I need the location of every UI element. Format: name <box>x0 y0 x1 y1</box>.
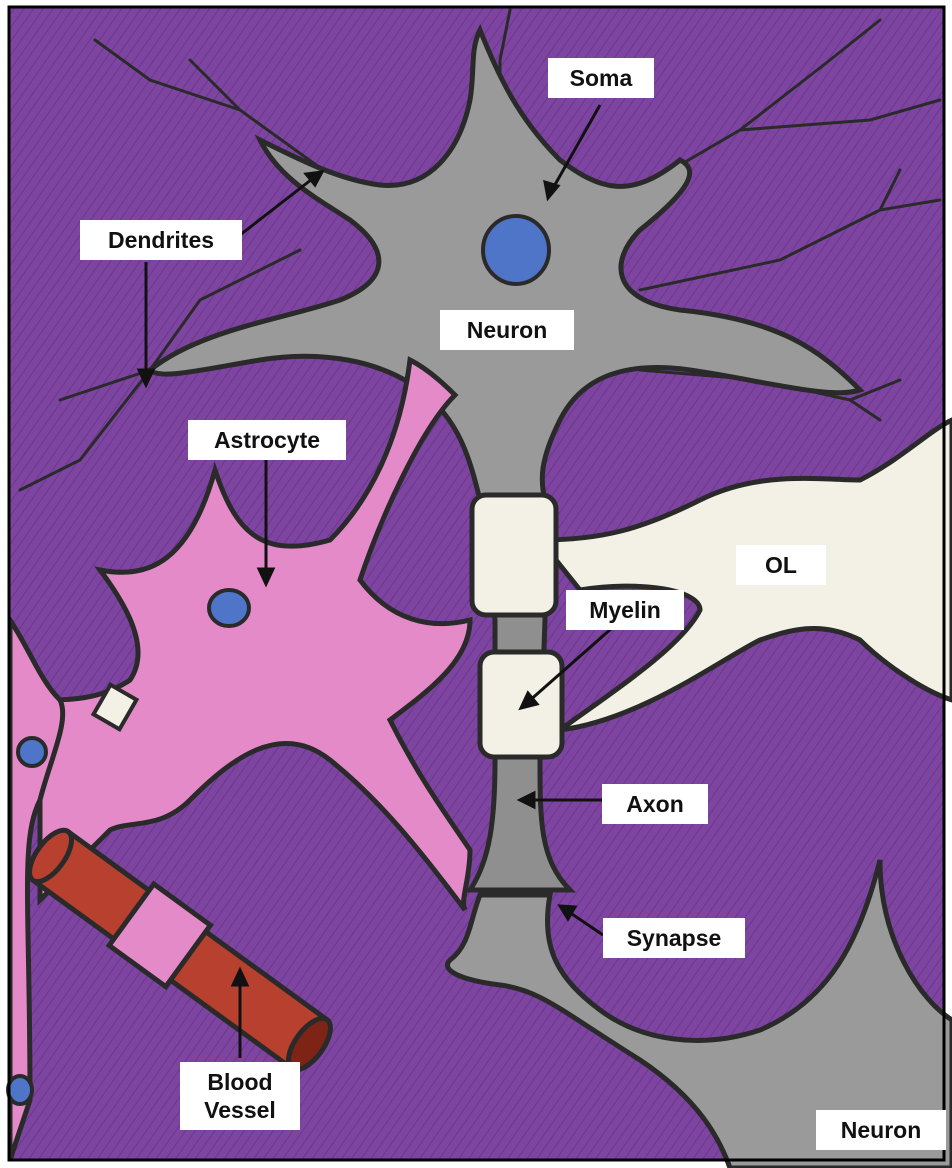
fragment-nucleus-upper <box>18 738 46 766</box>
label-soma: Soma <box>548 58 654 98</box>
label-dendrites-text: Dendrites <box>92 226 230 254</box>
astrocyte-nucleus <box>209 590 249 626</box>
label-neuron-bottom-text: Neuron <box>828 1116 934 1144</box>
label-blood-vessel-line1: Blood <box>192 1068 288 1096</box>
label-neuron-top-text: Neuron <box>452 316 562 344</box>
label-neuron-top: Neuron <box>440 310 574 350</box>
label-axon-text: Axon <box>614 790 696 818</box>
label-blood-vessel: Blood Vessel <box>180 1062 300 1130</box>
label-ol: OL <box>736 545 826 585</box>
fragment-nucleus-lower <box>8 1076 32 1104</box>
label-axon: Axon <box>602 784 708 824</box>
label-synapse: Synapse <box>603 918 745 958</box>
label-neuron-bottom: Neuron <box>816 1110 946 1150</box>
label-astrocyte: Astrocyte <box>188 420 346 460</box>
label-dendrites: Dendrites <box>80 220 242 260</box>
label-synapse-text: Synapse <box>615 924 733 952</box>
myelin-sheath-upper <box>472 495 556 615</box>
label-ol-text: OL <box>748 551 814 579</box>
neuron-nucleus <box>483 216 549 284</box>
label-myelin-text: Myelin <box>578 596 672 624</box>
label-blood-vessel-line2: Vessel <box>192 1096 288 1124</box>
label-astrocyte-text: Astrocyte <box>200 426 334 454</box>
label-soma-text: Soma <box>560 64 642 92</box>
label-myelin: Myelin <box>566 590 684 630</box>
